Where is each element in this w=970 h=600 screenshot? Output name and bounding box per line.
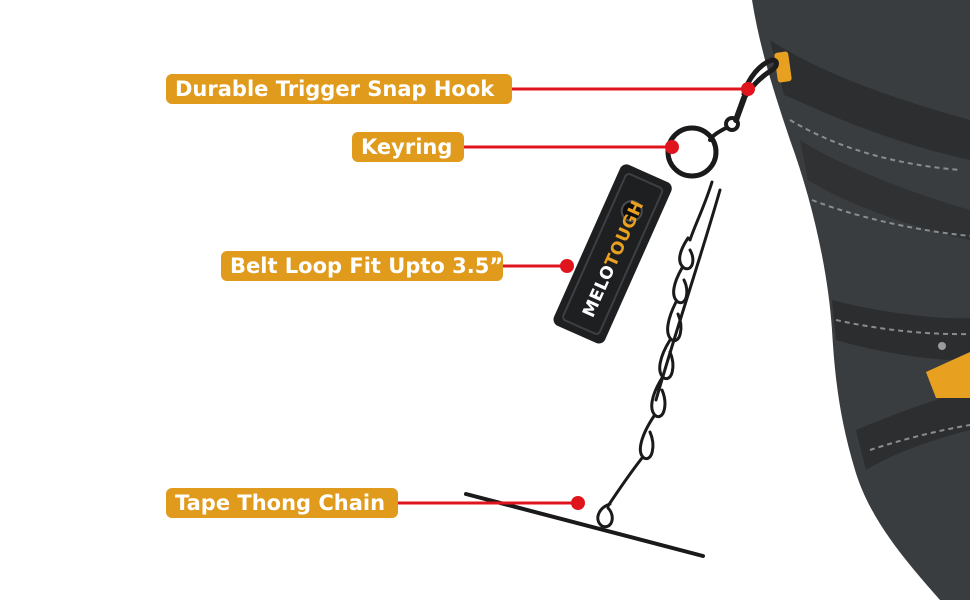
callout-keyring: Keyring xyxy=(352,132,464,162)
snap-hook xyxy=(708,57,779,142)
belt-loop-dot xyxy=(560,259,574,273)
snap-hook-dot xyxy=(741,82,755,96)
chain-dot xyxy=(571,496,585,510)
callout-snap-hook: Durable Trigger Snap Hook xyxy=(166,74,512,104)
tool-bag xyxy=(752,0,970,600)
keyring-dot xyxy=(665,140,679,154)
leader-dots xyxy=(560,82,755,510)
leader-lines xyxy=(398,87,748,505)
belt-loop-strap: MELOTOUGH xyxy=(553,164,672,344)
callout-belt-loop: Belt Loop Fit Upto 3.5” xyxy=(221,251,503,281)
chain xyxy=(596,180,722,529)
callout-tape-thong-chain: Tape Thong Chain xyxy=(166,488,398,518)
